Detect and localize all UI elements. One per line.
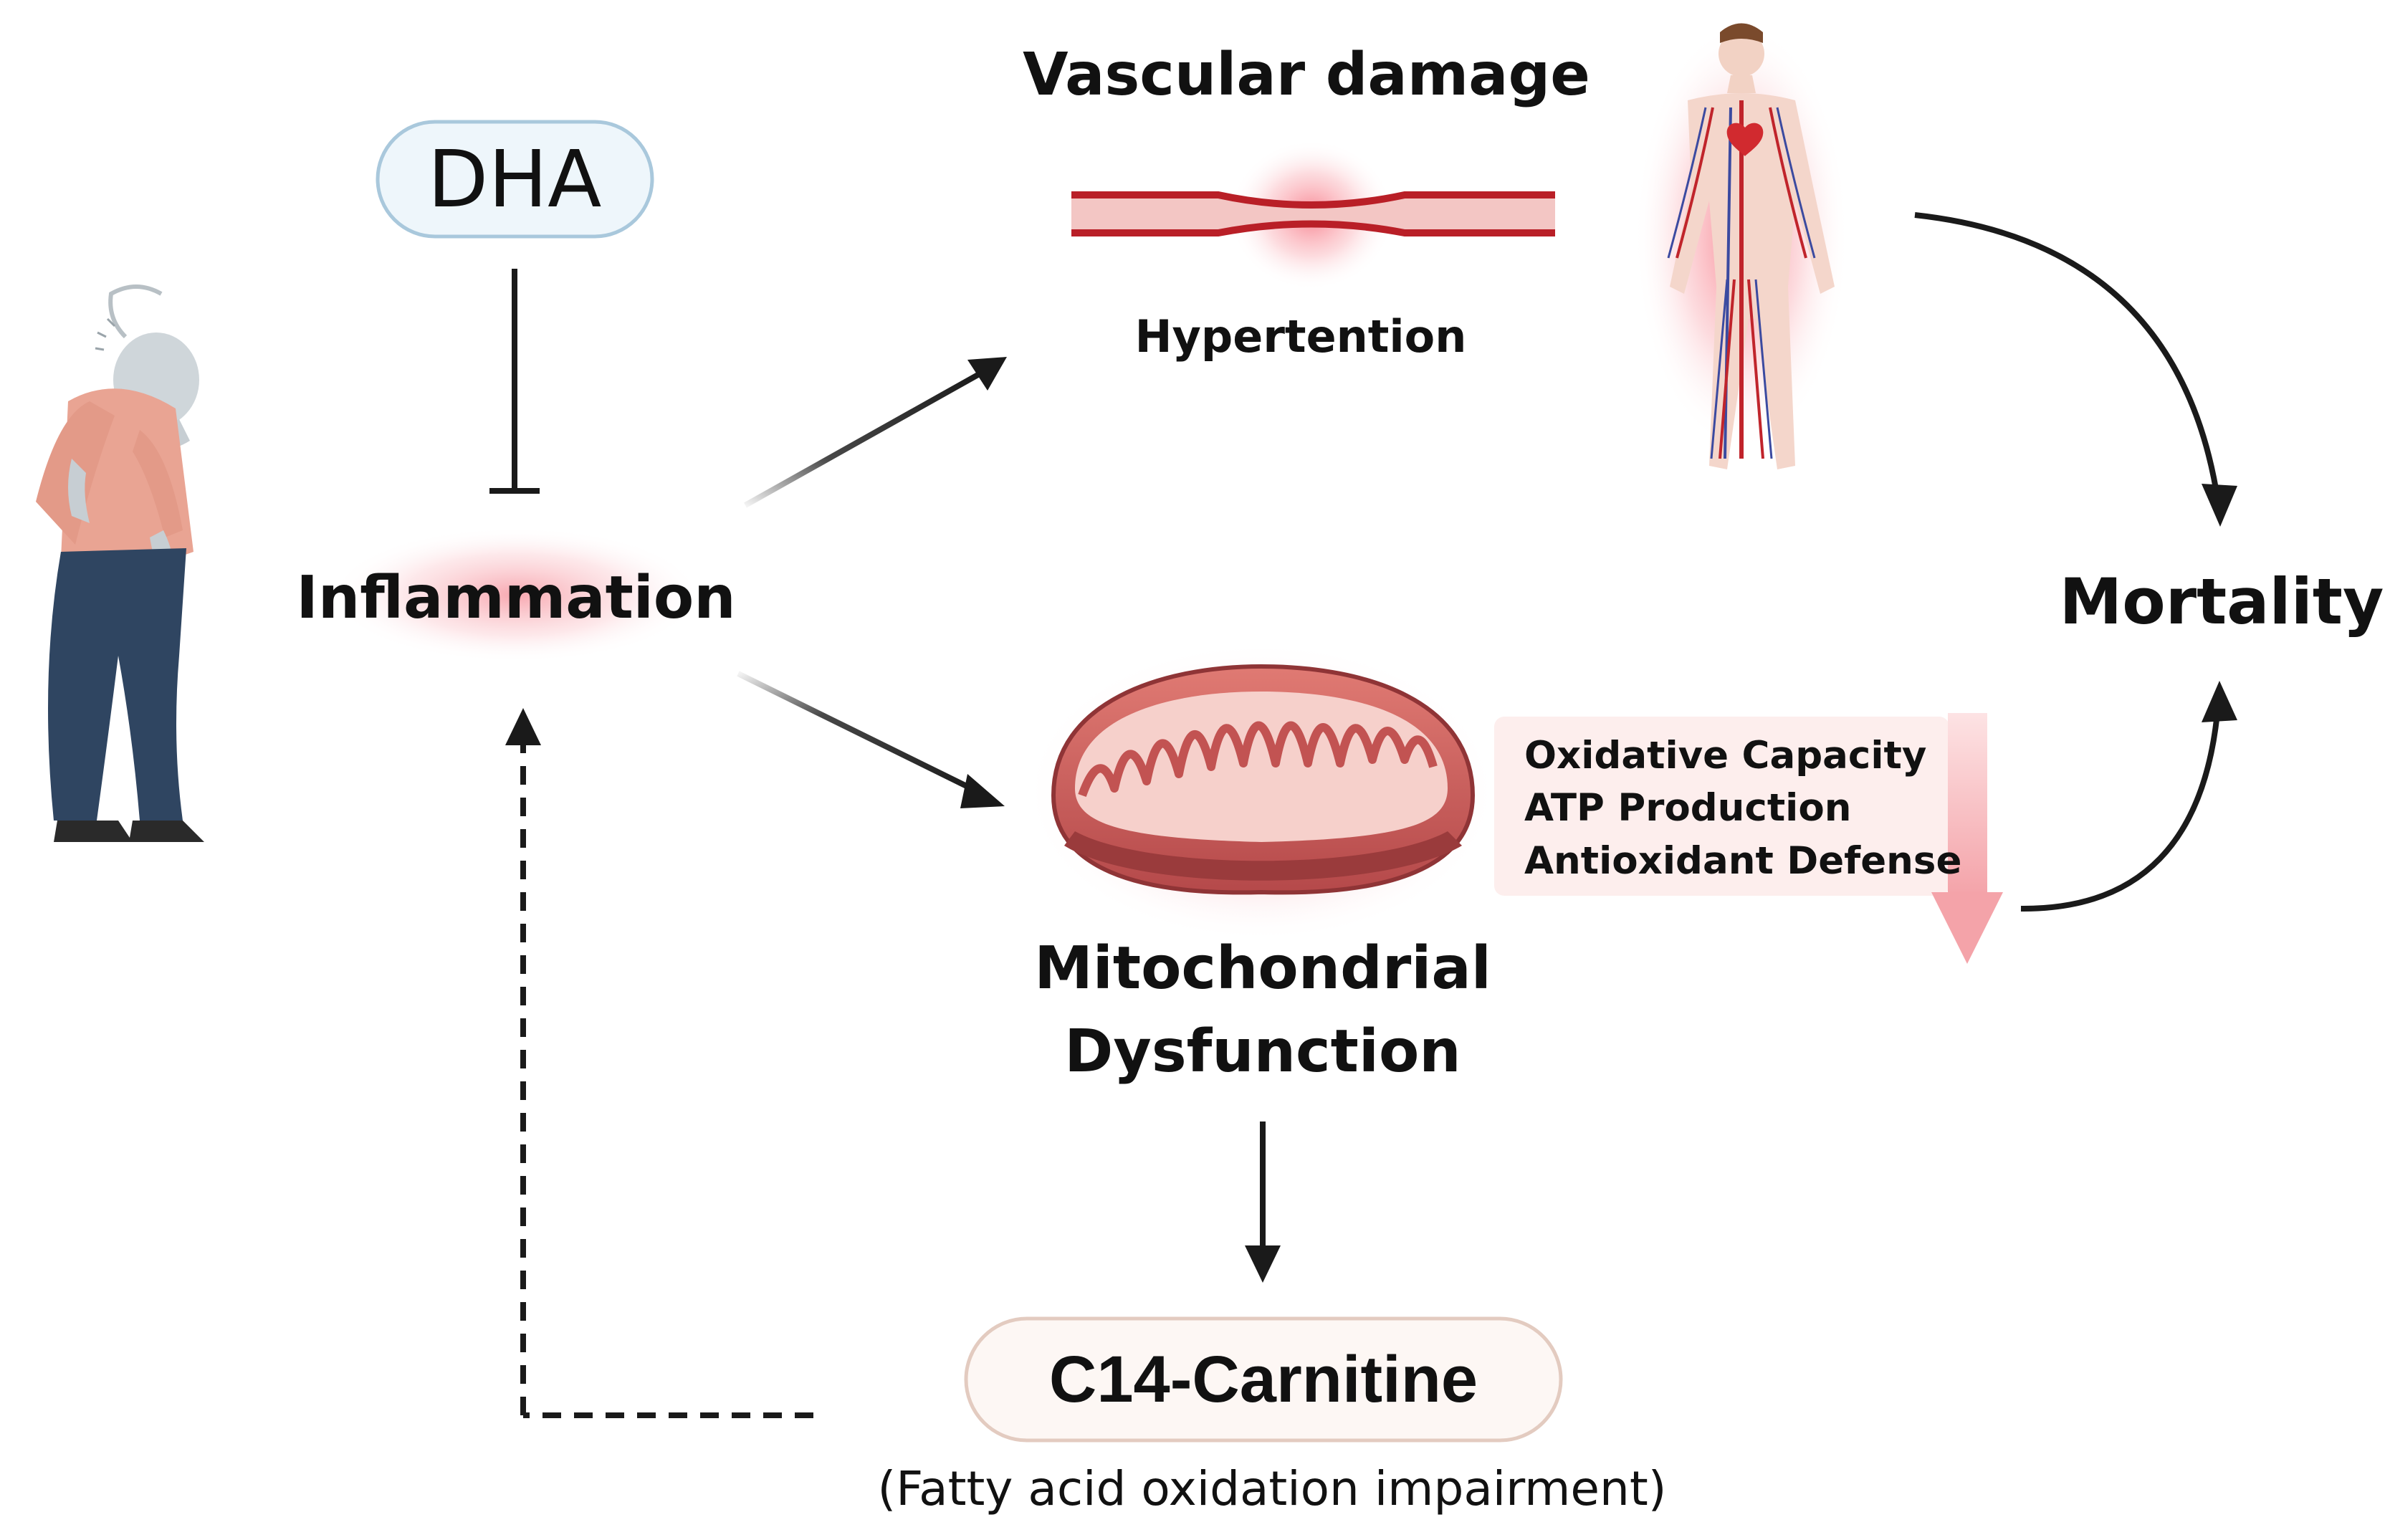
mortality-label: Mortality xyxy=(2059,565,2384,639)
vascular-to-mortality-edge xyxy=(1914,212,2221,502)
decrease-item-oxidative: Oxidative Capacity xyxy=(1524,734,1927,778)
decrease-item-antioxidant: Antioxidant Defense xyxy=(1524,839,1962,883)
mito-to-mortality-edge xyxy=(2020,705,2221,912)
c14-carnitine-label: C14-Carnitine xyxy=(1048,1343,1478,1416)
mitochondrion-icon xyxy=(1025,641,1498,942)
c14-note-label: (Fatty acid oxidation impairment) xyxy=(877,1461,1667,1516)
vascular-to-mortality-arrowhead xyxy=(2202,484,2237,527)
dha-pill xyxy=(376,120,654,239)
human-circulatory-icon xyxy=(1634,21,1849,469)
mito-to-c14-arrowhead xyxy=(1245,1245,1281,1283)
inflammation-glow xyxy=(330,527,702,663)
decrease-box-background xyxy=(1494,717,1949,896)
dha-label: DHA xyxy=(427,133,602,225)
vascular-damage-label: Vascular damage xyxy=(1023,41,1590,109)
decrease-arrow-icon xyxy=(1931,713,2003,964)
blood-vessel-icon xyxy=(1071,140,1555,290)
c14-pill xyxy=(964,1316,1563,1443)
inflammation-to-mito-edge xyxy=(737,671,1005,808)
inflammation-to-vascular-edge xyxy=(744,357,1007,508)
hypertension-label: Hypertention xyxy=(1134,310,1467,363)
decrease-item-atp: ATP Production xyxy=(1524,786,1852,830)
dha-inhibition-edge xyxy=(489,269,540,494)
mitochondrial-label-line2: Dysfunction xyxy=(1064,1018,1461,1086)
elderly-person-icon xyxy=(36,284,204,842)
c14-to-inflammation-feedback-edge xyxy=(505,708,813,1418)
inflammation-label: Inflammation xyxy=(296,564,736,632)
mito-to-mortality-arrowhead xyxy=(2202,681,2237,722)
mitochondrial-label-line1: Mitochondrial xyxy=(1034,934,1491,1003)
